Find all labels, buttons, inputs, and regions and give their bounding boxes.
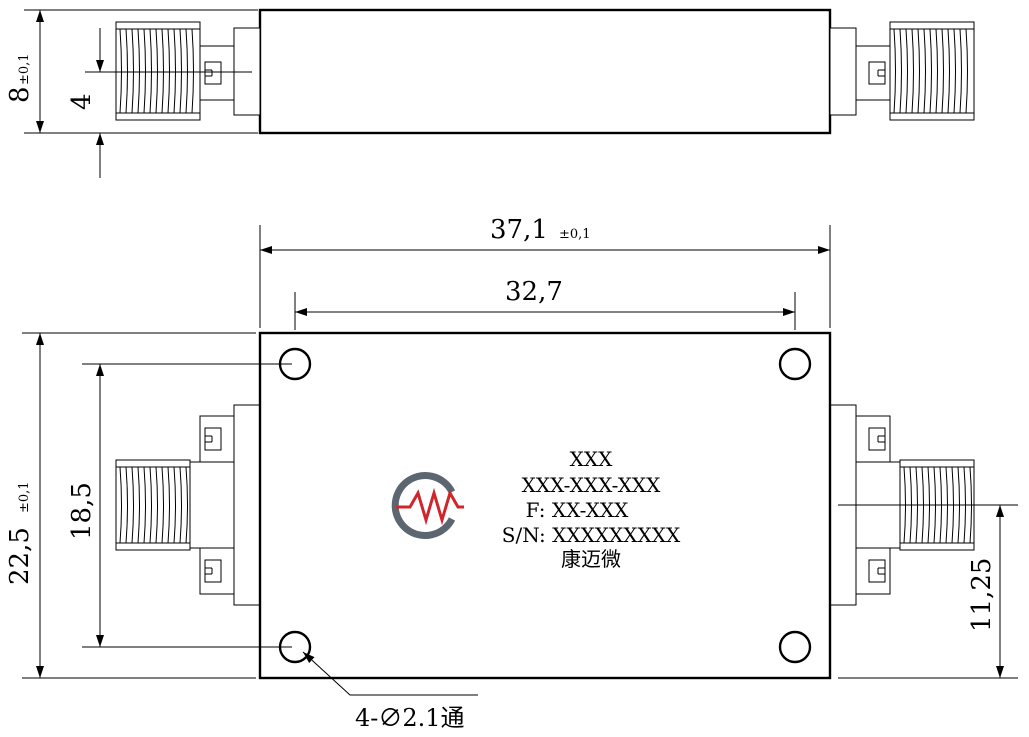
dim-length-value: 37,1 <box>490 215 548 245</box>
side-left-connector <box>115 21 261 121</box>
product-label: XXX XXX-XXX-XXX F: XX-XXX S/N: XXXXXXXXX… <box>502 447 681 571</box>
mounting-hole-top-right <box>778 347 812 381</box>
dim-length-tol: ±0,1 <box>559 227 591 242</box>
dim-connector-height-value: 4 <box>67 93 97 110</box>
hole-note-leader <box>302 651 478 696</box>
label-line2: XXX-XXX-XXX <box>522 473 662 497</box>
top-view-body <box>258 331 832 680</box>
label-line3: F: XX-XXX <box>526 498 630 522</box>
mounting-hole-bottom-right <box>778 630 812 664</box>
hole-note: 4-∅2.1通 <box>355 704 465 732</box>
dim-side-height-tol: ±0,1 <box>17 53 32 85</box>
dim-connector-offset-value: 11,25 <box>967 558 997 632</box>
side-view-body <box>258 8 832 135</box>
dim-width-value: 22,5 <box>5 527 35 585</box>
label-line5: 康迈微 <box>561 547 621 571</box>
label-line1: XXX <box>570 447 613 471</box>
side-view: 8 ±0,1 4 <box>5 8 975 178</box>
side-right-connector <box>829 21 975 121</box>
top-left-connector <box>115 404 261 606</box>
label-line4: S/N: XXXXXXXXX <box>502 523 681 547</box>
dim-hole-spacing-x-value: 32,7 <box>505 277 563 307</box>
top-view: 37,1 ±0,1 32,7 <box>5 215 1018 732</box>
dim-width-tol: ±0,1 <box>17 481 32 513</box>
dim-hole-spacing-y-value: 18,5 <box>67 482 97 540</box>
dim-side-height-value: 8 <box>5 86 35 103</box>
company-logo <box>391 472 464 539</box>
